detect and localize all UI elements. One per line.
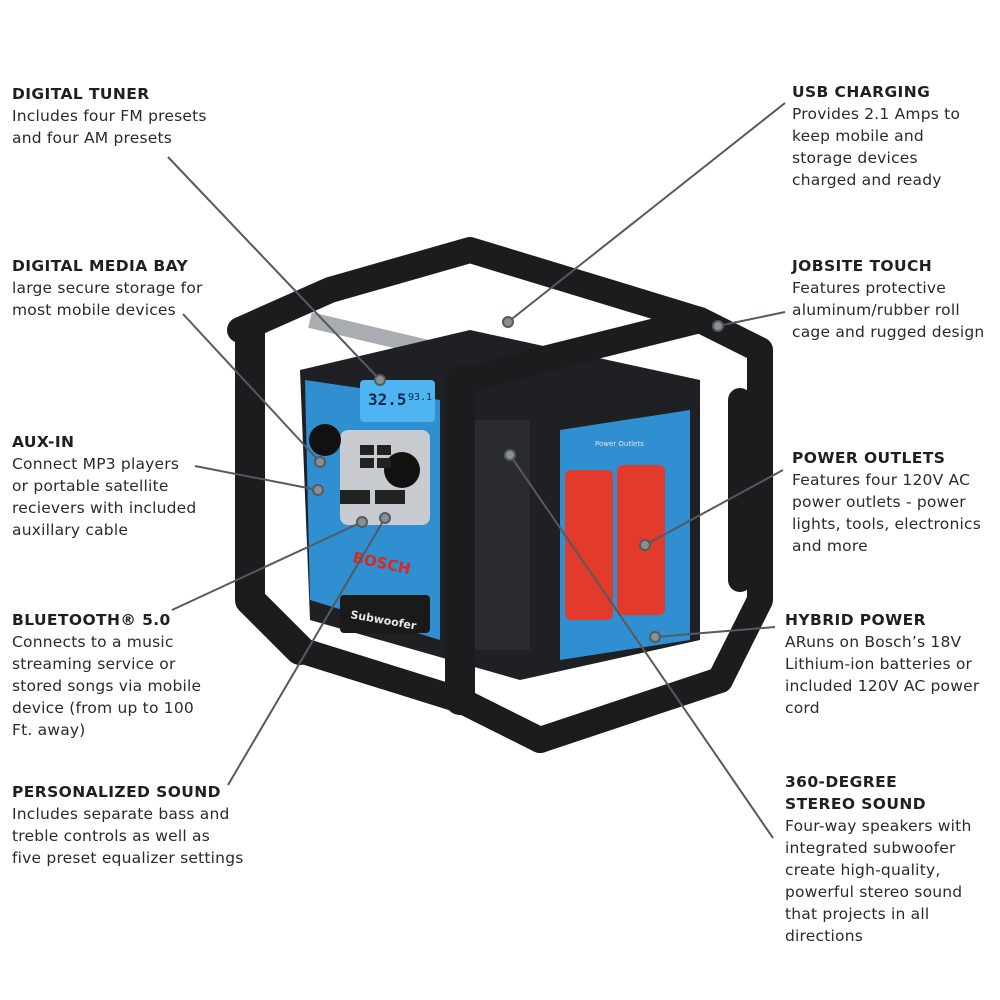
callout-title: PERSONALIZED SOUND — [12, 783, 221, 801]
preset-4-button[interactable] — [377, 458, 391, 468]
callout-body: Features protective aluminum/rubber roll… — [792, 279, 985, 341]
callout-hybrid-power: HYBRID POWER ARuns on Bosch’s 18V Lithiu… — [785, 609, 979, 719]
callout-title: DIGITAL TUNER — [12, 85, 150, 103]
preset-1-button[interactable] — [360, 445, 374, 455]
display-frequency: 32.5 — [368, 390, 407, 409]
callout-title: POWER OUTLETS — [792, 449, 946, 467]
callout-body: Includes four FM presets and four AM pre… — [12, 107, 207, 147]
volume-knob[interactable] — [309, 424, 341, 456]
outlet-cover-right[interactable] — [617, 465, 665, 615]
callout-body: Features four 120V AC power outlets - po… — [792, 471, 981, 555]
callout-usb-charging: USB CHARGING Provides 2.1 Amps to keep m… — [792, 81, 960, 191]
leader-lines — [167, 102, 786, 839]
callout-body: ARuns on Bosch’s 18V Lithium-ion batteri… — [785, 633, 980, 717]
callout-jobsite-touch: JOBSITE TOUCH Features protective alumin… — [792, 255, 984, 343]
display-alt: 93.1 — [408, 392, 432, 403]
callout-title: DIGITAL MEDIA BAY — [12, 257, 189, 275]
callout-body: large secure storage for most mobile dev… — [12, 279, 203, 319]
callout-aux-in: AUX-IN Connect MP3 players or portable s… — [12, 431, 196, 541]
callout-digital-media-bay: DIGITAL MEDIA BAY large secure storage f… — [12, 255, 203, 321]
callout-personalized-sound: PERSONALIZED SOUND Includes separate bas… — [12, 781, 244, 869]
prev-button[interactable] — [340, 490, 370, 504]
callout-body: Connect MP3 players or portable satellit… — [12, 455, 197, 539]
power-outlets-label: Power Outlets — [595, 440, 644, 448]
callout-digital-tuner: DIGITAL TUNER Includes four FM presets a… — [12, 83, 207, 149]
callout-title: HYBRID POWER — [785, 611, 926, 629]
callout-title: 360-DEGREE STEREO SOUND — [785, 773, 926, 813]
callout-title: USB CHARGING — [792, 83, 931, 101]
outlet-cover-left[interactable] — [565, 470, 613, 620]
callout-body: Provides 2.1 Amps to keep mobile and sto… — [792, 105, 961, 189]
preset-3-button[interactable] — [360, 458, 374, 468]
cage-frame — [227, 237, 773, 753]
callout-title: JOBSITE TOUCH — [792, 257, 933, 275]
tuning-knob[interactable] — [384, 452, 420, 488]
callout-bluetooth: BLUETOOTH® 5.0 Connects to a music strea… — [12, 609, 201, 741]
speaker-grill — [470, 420, 530, 650]
callout-body: Four-way speakers with integrated subwoo… — [785, 817, 972, 945]
radio-body: 32.5 93.1 BOSCH Subwoofer Power Outlets — [300, 330, 700, 680]
preset-2-button[interactable] — [377, 445, 391, 455]
callout-power-outlets: POWER OUTLETS Features four 120V AC powe… — [792, 447, 981, 557]
callout-body: Connects to a music streaming service or… — [12, 633, 202, 739]
callout-title: AUX-IN — [12, 433, 75, 451]
callout-360-stereo-sound: 360-DEGREE STEREO SOUND Four-way speaker… — [785, 771, 972, 947]
callout-body: Includes separate bass and treble contro… — [12, 805, 244, 867]
next-button[interactable] — [375, 490, 405, 504]
callout-title: BLUETOOTH® 5.0 — [12, 611, 171, 629]
lcd-display — [360, 380, 435, 422]
